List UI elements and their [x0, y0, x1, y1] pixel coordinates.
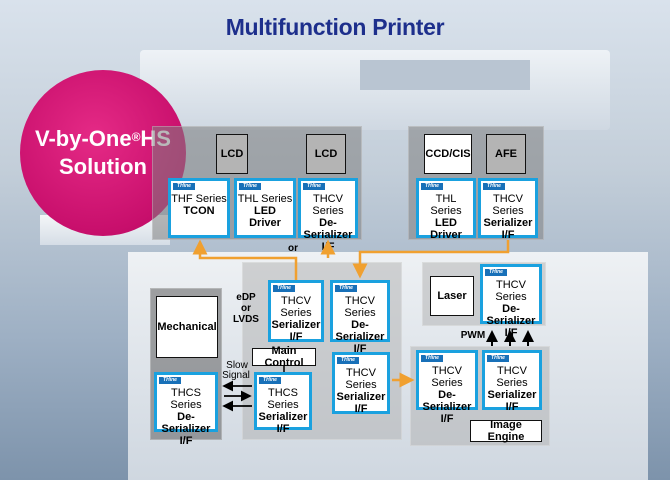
chip-line: THCV: [346, 367, 376, 379]
chip-line: THL Series: [430, 193, 462, 217]
chip-function: Serializer: [271, 319, 321, 331]
printer-silhouette-panel: [360, 60, 530, 90]
image-engine-box: Image Engine: [470, 419, 542, 443]
chip-function: Driver: [430, 229, 462, 241]
chip-line: THL Series: [237, 193, 293, 205]
chip-function: De-Serializer: [161, 411, 211, 435]
chip-line: THCS: [268, 387, 298, 399]
chip-line: Series: [280, 307, 312, 319]
chip-line: Series: [496, 377, 528, 389]
label-or-2: or: [241, 303, 251, 314]
thine-logo: THine: [303, 183, 325, 190]
thine-logo: THine: [239, 183, 261, 190]
chip-function: LED: [435, 217, 457, 229]
chip-line: Series: [431, 377, 463, 389]
chip-line: THCV: [313, 193, 343, 205]
chip-function: De-Serializer: [422, 389, 472, 413]
chip-line: Series: [492, 205, 524, 217]
chip-function: I/F: [501, 229, 515, 241]
badge-line2: Solution: [59, 154, 147, 179]
link-scanner-serializer-to-main: [352, 240, 510, 279]
chip-function: De-Serializer: [335, 319, 385, 343]
ccd-cis-box: CCD/CIS: [424, 134, 472, 174]
label-pwm: PWM: [460, 330, 486, 341]
chip-line: Series: [345, 379, 377, 391]
chip-function: I/F: [289, 331, 303, 343]
chip-line: Series: [267, 399, 299, 411]
chip-function: De-Serializer: [486, 303, 536, 327]
thine-logo: THine: [173, 183, 195, 190]
thine-logo: THine: [335, 285, 357, 292]
lcd-box-1: LCD: [216, 134, 248, 174]
chip-function: I/F: [354, 403, 368, 415]
chip-line: THF Series: [171, 193, 227, 205]
mechanical-box: Mechanical: [156, 296, 218, 358]
chip-line: THCS: [171, 387, 201, 399]
badge-line1: V-by-One: [35, 126, 132, 151]
thine-logo: THine: [259, 377, 281, 384]
thine-logo: THine: [483, 183, 505, 190]
chip-line: Series: [170, 399, 202, 411]
chip-line: THCV: [432, 365, 462, 377]
thine-logo: THine: [159, 377, 181, 384]
chip-function: Serializer: [258, 411, 308, 423]
label-or: or: [288, 243, 298, 254]
chip-line: THCV: [281, 295, 311, 307]
chip-function: Serializer: [483, 217, 533, 229]
chip-function: I/F: [276, 423, 290, 435]
thine-logo: THine: [337, 357, 359, 364]
page-title: Multifunction Printer: [225, 14, 445, 40]
badge-registered-mark: ®: [131, 130, 141, 144]
laser-box: Laser: [430, 276, 474, 316]
label-signal: Signal: [222, 370, 250, 381]
lcd-box-2: LCD: [306, 134, 346, 174]
chip-line: Series: [344, 307, 376, 319]
chip-function: Driver: [249, 217, 281, 229]
chip-line: THCV: [497, 365, 527, 377]
chip-function: LED: [254, 205, 276, 217]
chip-line: Series: [312, 205, 344, 217]
thine-logo: THine: [421, 183, 443, 190]
chip-function: TCON: [183, 205, 215, 217]
thine-logo: THine: [273, 285, 295, 292]
label-slow: Slow: [226, 360, 248, 371]
chip-line: THCV: [345, 295, 375, 307]
chip-function: I/F: [505, 401, 519, 413]
chip-function: Serializer: [336, 391, 386, 403]
afe-box: AFE: [486, 134, 526, 174]
label-edp: eDP: [236, 292, 256, 303]
chip-function: Serializer: [487, 389, 537, 401]
chip-line: Series: [495, 291, 527, 303]
chip-function: I/F: [440, 413, 454, 425]
thine-logo: THine: [485, 269, 507, 276]
chip-function: De-Serializer: [303, 217, 353, 241]
chip-line: THCV: [496, 279, 526, 291]
label-lvds: LVDS: [233, 314, 259, 325]
link-serializer-to-tcon: [192, 239, 298, 280]
thine-logo: THine: [421, 355, 443, 362]
thine-logo: THine: [487, 355, 509, 362]
chip-function: I/F: [179, 435, 193, 447]
chip-line: THCV: [493, 193, 523, 205]
